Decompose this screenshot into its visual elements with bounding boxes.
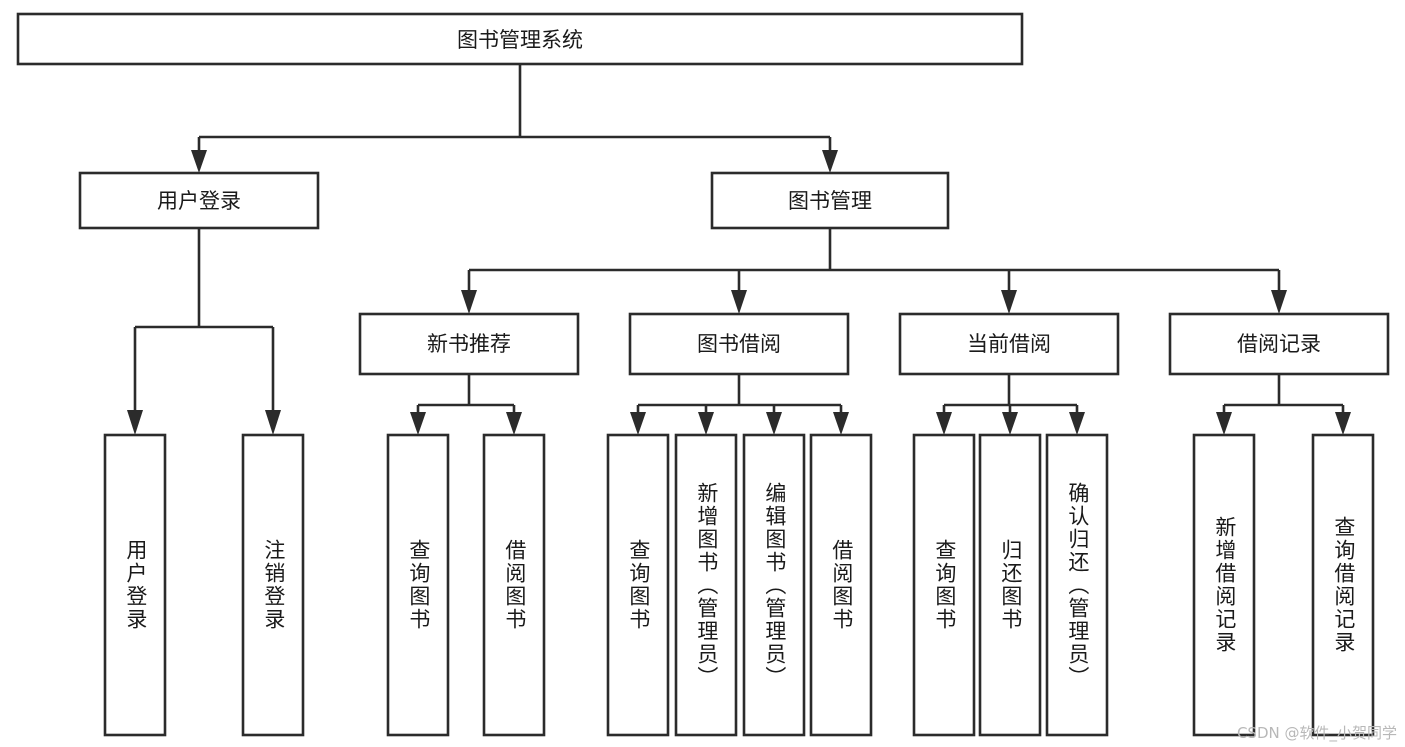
- node-current-borrow[interactable]: 当前借阅: [898, 312, 1120, 376]
- node-leaf-borrow-book-1[interactable]: [482, 433, 546, 737]
- node-leaf-edit-book-box[interactable]: [742, 433, 806, 737]
- node-new-book-recommend-box[interactable]: [358, 312, 580, 376]
- node-new-book-recommend-label: 新书推荐: [427, 332, 511, 356]
- node-leaf-add-record-box[interactable]: [1192, 433, 1256, 737]
- node-leaf-return-book[interactable]: [978, 433, 1042, 737]
- arrow-head-leaf-confirm-return: [1069, 412, 1085, 435]
- arrow-head-leaf-add-record: [1216, 412, 1232, 435]
- node-leaf-add-book-box[interactable]: [674, 433, 738, 737]
- node-leaf-query-book-2[interactable]: [606, 433, 670, 737]
- node-leaf-logout-login[interactable]: [241, 433, 305, 737]
- node-current-borrow-label: 当前借阅: [967, 332, 1051, 356]
- node-leaf-query-book-3[interactable]: [912, 433, 976, 737]
- arrow-head-leaf-borrow-book-1: [506, 412, 522, 435]
- node-borrow-record-box[interactable]: [1168, 312, 1390, 376]
- node-book-borrow-label: 图书借阅: [697, 332, 781, 356]
- node-user-login-label: 用户登录: [157, 189, 241, 213]
- node-leaf-edit-book[interactable]: [742, 433, 806, 737]
- node-user-login[interactable]: 用户登录: [78, 171, 320, 230]
- node-leaf-query-book-3-box[interactable]: [912, 433, 976, 737]
- node-leaf-logout-login-box[interactable]: [241, 433, 305, 737]
- node-leaf-query-book-1-box[interactable]: [386, 433, 450, 737]
- node-leaf-query-record[interactable]: [1311, 433, 1375, 737]
- node-leaf-borrow-book-2[interactable]: [809, 433, 873, 737]
- arrow-head-leaf-query-book-1: [410, 412, 426, 435]
- connector-layer: [127, 64, 1351, 435]
- node-leaf-return-book-box[interactable]: [978, 433, 1042, 737]
- node-leaf-borrow-book-1-box[interactable]: [482, 433, 546, 737]
- arrow-head-current-borrow: [1001, 290, 1017, 314]
- arrow-head-new-book-recommend: [461, 290, 477, 314]
- node-root[interactable]: 图书管理系统: [16, 12, 1024, 66]
- node-root-box[interactable]: [16, 12, 1024, 66]
- node-user-login-box[interactable]: [78, 171, 320, 230]
- node-leaf-user-login[interactable]: [103, 433, 167, 737]
- arrow-head-leaf-logout-login: [265, 410, 281, 435]
- node-current-borrow-box[interactable]: [898, 312, 1120, 376]
- node-borrow-record[interactable]: 借阅记录: [1168, 312, 1390, 376]
- node-leaf-add-book[interactable]: [674, 433, 738, 737]
- node-leaf-confirm-return-box[interactable]: [1045, 433, 1109, 737]
- arrow-head-borrow-record: [1271, 290, 1287, 314]
- arrow-head-leaf-return-book: [1002, 412, 1018, 435]
- arrow-head-leaf-borrow-book-2: [833, 412, 849, 435]
- arrow-head-leaf-query-book-3: [936, 412, 952, 435]
- node-borrow-record-label: 借阅记录: [1237, 332, 1321, 356]
- node-leaf-query-record-box[interactable]: [1311, 433, 1375, 737]
- node-leaf-user-login-box[interactable]: [103, 433, 167, 737]
- node-leaf-add-record[interactable]: [1192, 433, 1256, 737]
- arrow-head-book-management: [822, 150, 838, 173]
- arrow-head-leaf-query-record: [1335, 412, 1351, 435]
- arrow-head-leaf-user-login: [127, 410, 143, 435]
- node-leaf-borrow-book-2-box[interactable]: [809, 433, 873, 737]
- node-book-borrow[interactable]: 图书借阅: [628, 312, 850, 376]
- arrow-head-leaf-add-book: [698, 412, 714, 435]
- arrow-head-leaf-query-book-2: [630, 412, 646, 435]
- node-leaf-confirm-return[interactable]: [1045, 433, 1109, 737]
- arrow-head-user-login: [191, 150, 207, 173]
- arrow-head-book-borrow: [731, 290, 747, 314]
- arrow-head-leaf-edit-book: [766, 412, 782, 435]
- node-root-label: 图书管理系统: [457, 28, 583, 52]
- node-book-management-label: 图书管理: [788, 189, 872, 213]
- node-book-management[interactable]: 图书管理: [710, 171, 950, 230]
- node-book-borrow-box[interactable]: [628, 312, 850, 376]
- node-new-book-recommend[interactable]: 新书推荐: [358, 312, 580, 376]
- node-book-management-box[interactable]: [710, 171, 950, 230]
- node-leaf-query-book-2-box[interactable]: [606, 433, 670, 737]
- node-leaf-query-book-1[interactable]: [386, 433, 450, 737]
